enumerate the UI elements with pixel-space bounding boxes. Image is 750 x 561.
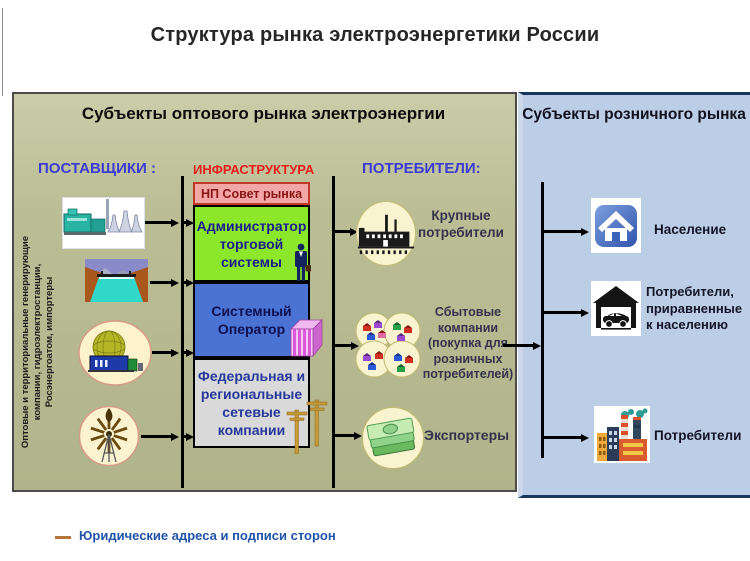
arrow-sales-to-retail: [503, 344, 533, 347]
windmill-icon: [78, 405, 140, 467]
grid-companies-box: Федеральная и региональные сетевые компа…: [193, 358, 310, 448]
suppliers-note-line1: Оптовые и территориальные генерирующие: [20, 235, 31, 449]
footer-dash: [55, 536, 71, 539]
businessman-icon: [291, 243, 311, 285]
population-label: Население: [654, 222, 727, 237]
arrow-to-equated-consumers: [543, 311, 581, 314]
slide-edge-line: [2, 8, 3, 96]
nuclear-plant-icon: [78, 320, 152, 386]
consumers-column-header: ПОТРЕБИТЕЛИ:: [362, 160, 481, 177]
arrow-line-to-ats: [184, 221, 186, 224]
thermal-power-plant-icon: [62, 197, 145, 249]
large-consumers-label: Крупные потребители: [418, 208, 504, 240]
arrow-line-to-large-consumers: [334, 230, 350, 233]
footer-note: Юридические адреса и подписи сторон: [79, 528, 336, 543]
arrow-nuclear-to-line: [152, 351, 171, 354]
infrastructure-column-header: ИНФРАСТРУКТУРА: [193, 162, 315, 177]
arrow-thermal-to-line: [145, 221, 171, 224]
retail-panel-title: Субъекты розничного рынка: [522, 106, 746, 123]
divider-suppliers-infrastructure: [181, 176, 184, 488]
arrow-line-to-grid2: [184, 435, 186, 438]
hydro-dam-icon: [85, 259, 148, 302]
equated-consumers-label: Потребители, приравненные к населению: [646, 284, 743, 332]
suppliers-note-line2: компании, гидроэлектростанции,: [32, 263, 43, 421]
arrow-hydro-to-line: [150, 281, 171, 284]
house-icon: [591, 198, 641, 253]
money-stack-icon: [366, 417, 416, 457]
sales-companies-label: Сбытовые компании (покупка для розничных…: [422, 305, 514, 381]
retail-trunk-line: [541, 182, 544, 458]
power-poles-icon: [285, 392, 331, 455]
system-operator-box: Системный Оператор: [193, 282, 310, 358]
suppliers-vertical-note: Оптовые и территориальные генерирующие к…: [20, 192, 56, 492]
arrow-to-population: [543, 230, 581, 233]
suppliers-note-line3: Росэнергоатом, импортеры: [44, 276, 55, 408]
page-title: Структура рынка электроэнергетики России: [150, 24, 600, 46]
arrow-line-to-sales-companies: [334, 344, 351, 347]
factory-icon: [357, 214, 415, 255]
wholesale-panel-title: Субъекты оптового рынка электроэнергии: [81, 104, 446, 123]
np-market-council-box: НП Совет рынка: [193, 182, 310, 205]
arrow-line-to-grid: [184, 351, 186, 354]
trade-system-administrator-box: Администратор торговой системы: [193, 205, 310, 282]
arrow-line-to-so: [184, 281, 186, 284]
arrow-to-consumers: [543, 436, 581, 439]
large-consumers-circle: [356, 201, 416, 266]
garage-car-icon: [591, 281, 641, 336]
exporters-label: Экспортеры: [424, 427, 510, 443]
arrow-windmill-to-line: [141, 435, 171, 438]
divider-infrastructure-consumers: [332, 176, 335, 488]
magenta-cube-icon: [287, 317, 323, 359]
consumers-label: Потребители: [654, 428, 742, 443]
exporters-circle: [362, 407, 424, 469]
color-factory-icon: [594, 406, 650, 463]
arrow-line-to-exporters: [334, 434, 354, 437]
houses-cluster-icon: [353, 310, 423, 380]
suppliers-column-header: ПОСТАВЩИКИ :: [38, 160, 156, 177]
